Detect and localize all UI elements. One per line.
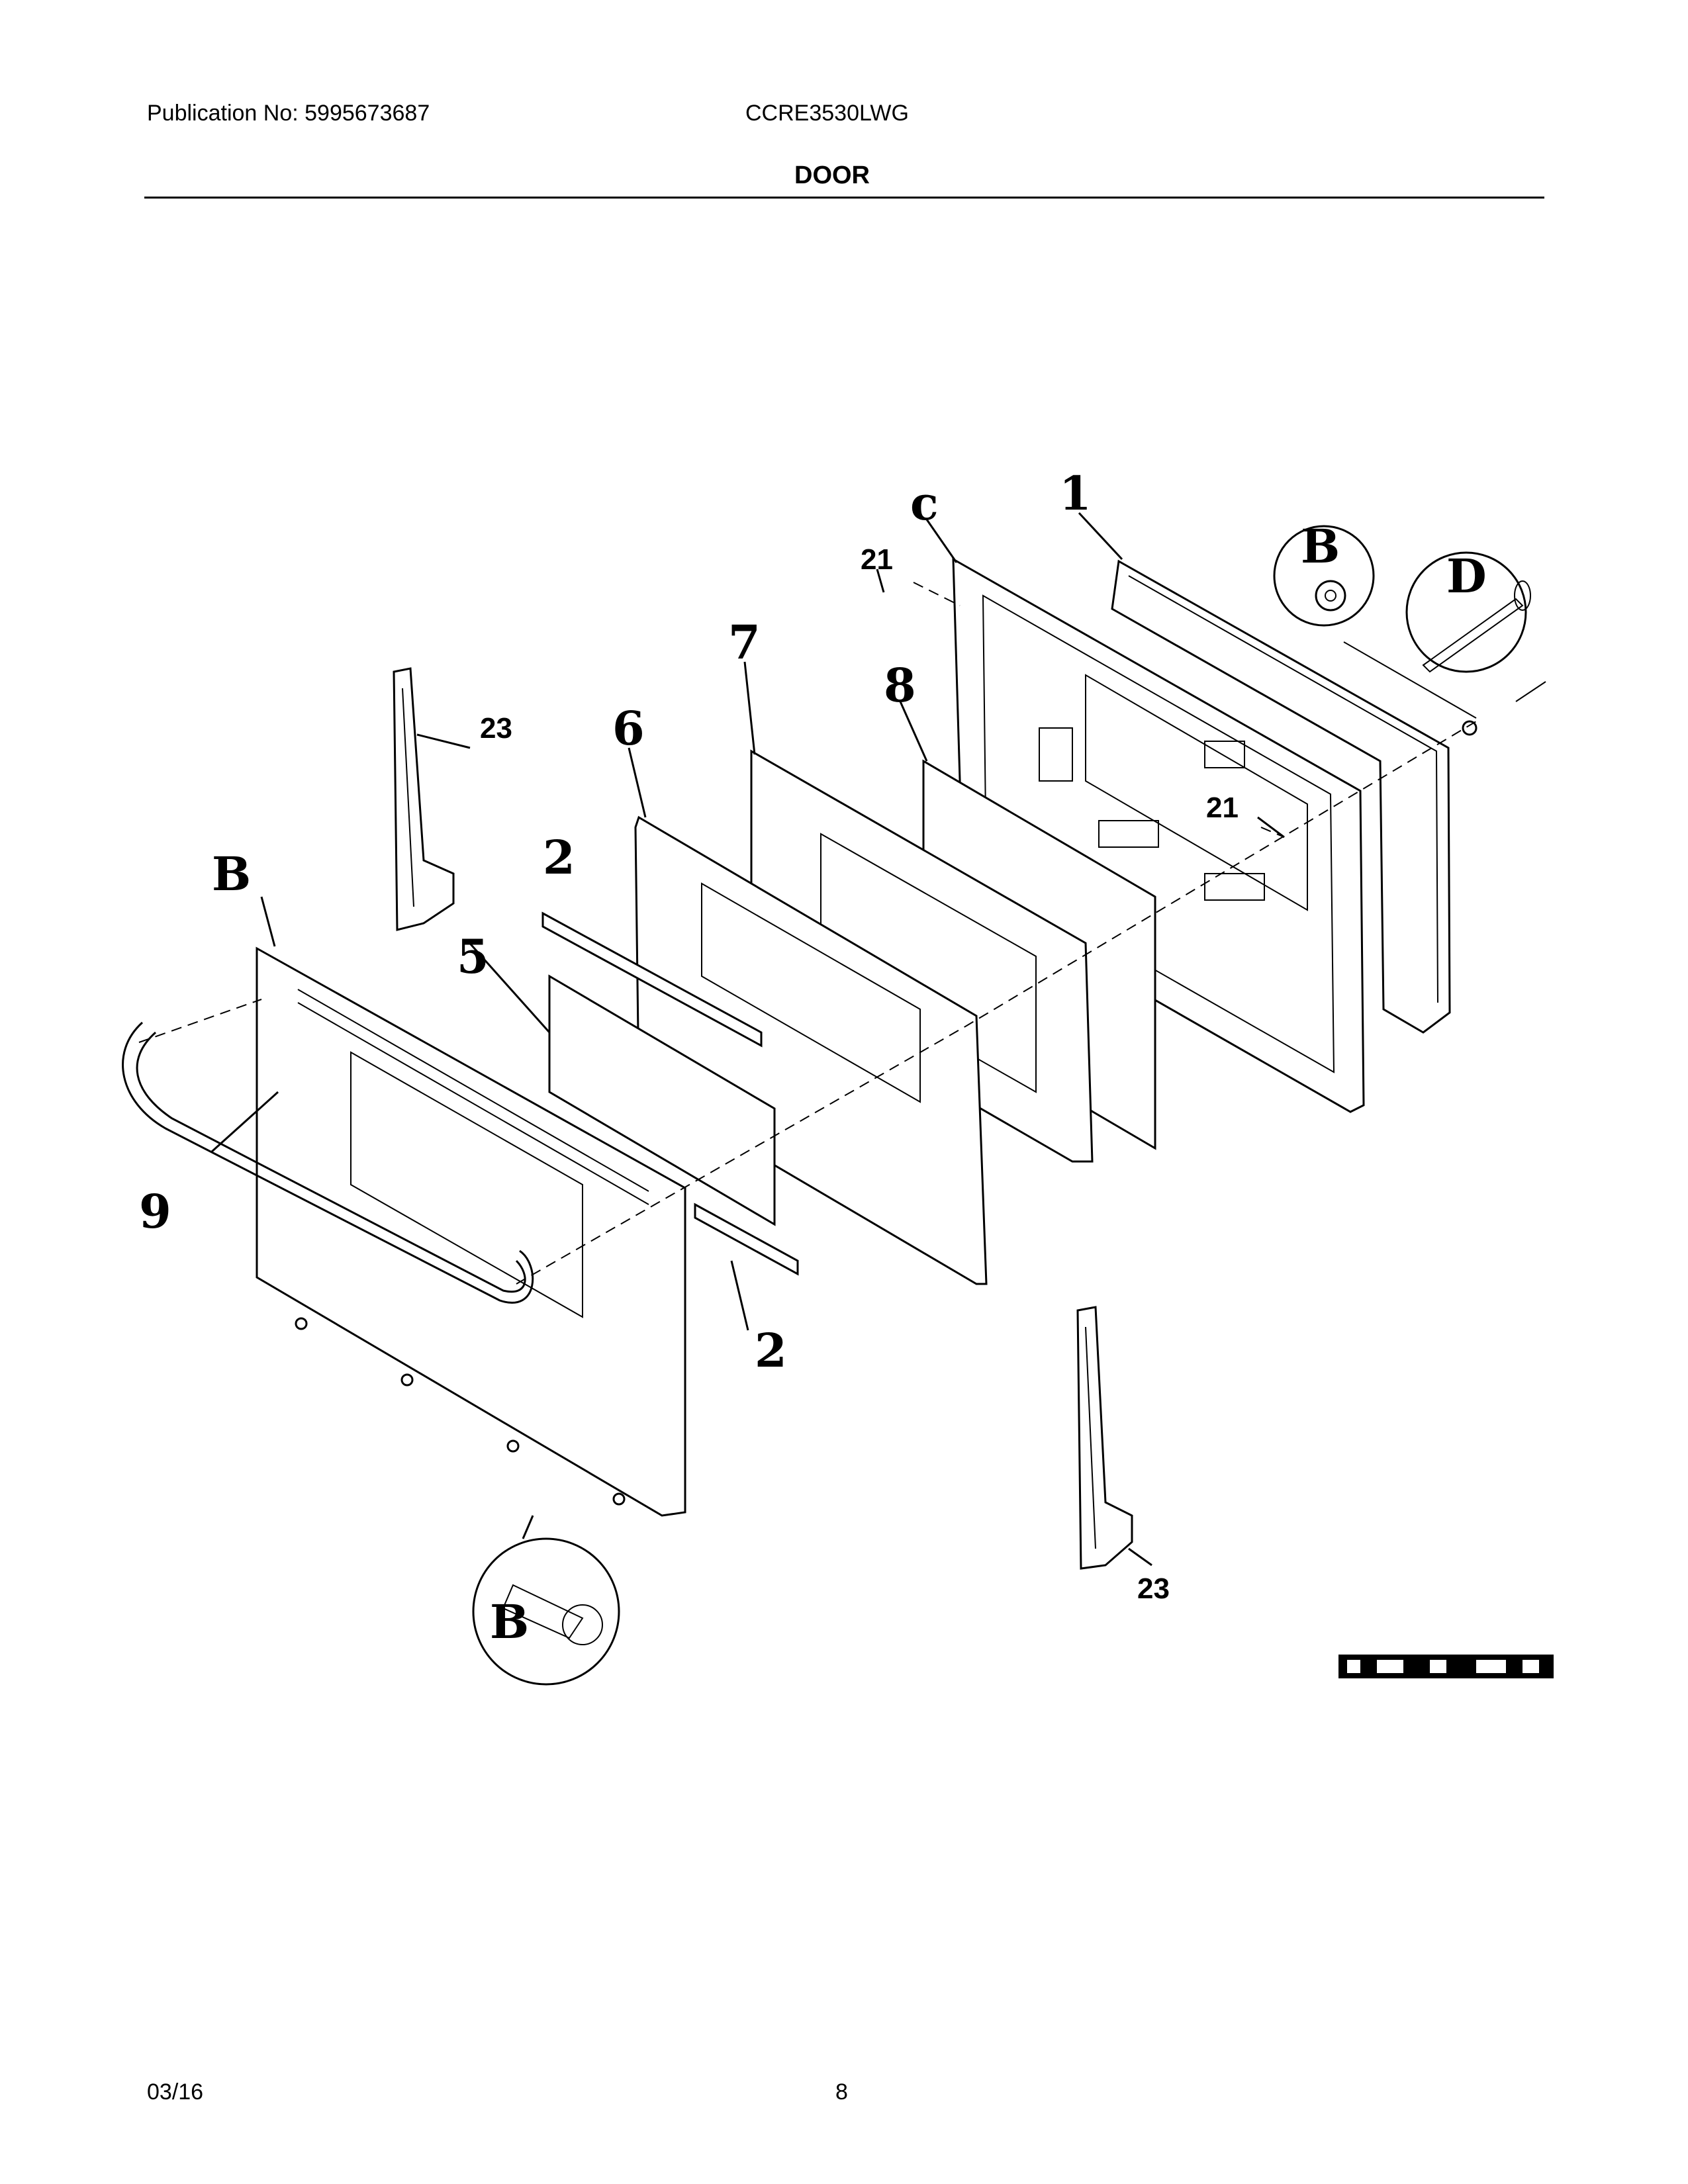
page-number: 8	[835, 2079, 848, 2105]
leader-lines	[211, 512, 1285, 1567]
hinge-top-left	[393, 667, 455, 931]
door-inner-panel	[634, 815, 988, 1285]
header-divider	[144, 197, 1544, 199]
bolt-detail-icon	[1405, 551, 1531, 673]
label-5: 5	[457, 929, 489, 984]
label-6: 6	[612, 701, 645, 756]
publication-number: Publication No: 5995673687	[147, 101, 430, 126]
bolt-and-washer	[1343, 641, 1546, 736]
label-c: c	[910, 476, 939, 531]
glass-panel-inner	[548, 974, 776, 1226]
callout-21-top: 21	[861, 543, 893, 576]
label-2-bottom: 2	[755, 1323, 787, 1378]
part-glyph-labels: c 1 B D 7 8 6 2 5 B 9 2 B	[139, 466, 1487, 1649]
label-9: 9	[139, 1184, 171, 1239]
hinge-bottom-right	[1076, 1306, 1133, 1570]
door-screws	[295, 1317, 626, 1506]
drawing-code-stamp	[1338, 1655, 1554, 1678]
model-number: CCRE3530LWG	[745, 101, 909, 126]
screw-detail-icon	[472, 1537, 620, 1686]
washer-detail-icon	[1273, 525, 1375, 627]
alignment-lines	[138, 582, 1477, 1285]
label-7: 7	[728, 615, 761, 670]
label-8: 8	[884, 658, 916, 713]
vent-slots	[297, 989, 649, 1205]
page-title: DOOR	[794, 161, 870, 189]
label-18: B	[1301, 519, 1340, 574]
label-d: D	[1446, 549, 1487, 604]
label-2-top: 2	[543, 830, 575, 885]
label-1: 1	[1059, 466, 1092, 521]
glass-rail-top	[541, 911, 763, 1048]
callout-23-left: 23	[480, 712, 512, 745]
label-screw: B	[490, 1594, 529, 1649]
outer-door-panel	[256, 946, 686, 1517]
label-b: B	[212, 846, 251, 901]
footer-date: 03/16	[147, 2079, 204, 2105]
gasket	[1111, 559, 1451, 1034]
glass-rail-bottom	[694, 1203, 799, 1276]
door-handle	[122, 1021, 534, 1304]
callout-23-right: 23	[1137, 1572, 1170, 1605]
callout-21-right: 21	[1206, 792, 1239, 824]
